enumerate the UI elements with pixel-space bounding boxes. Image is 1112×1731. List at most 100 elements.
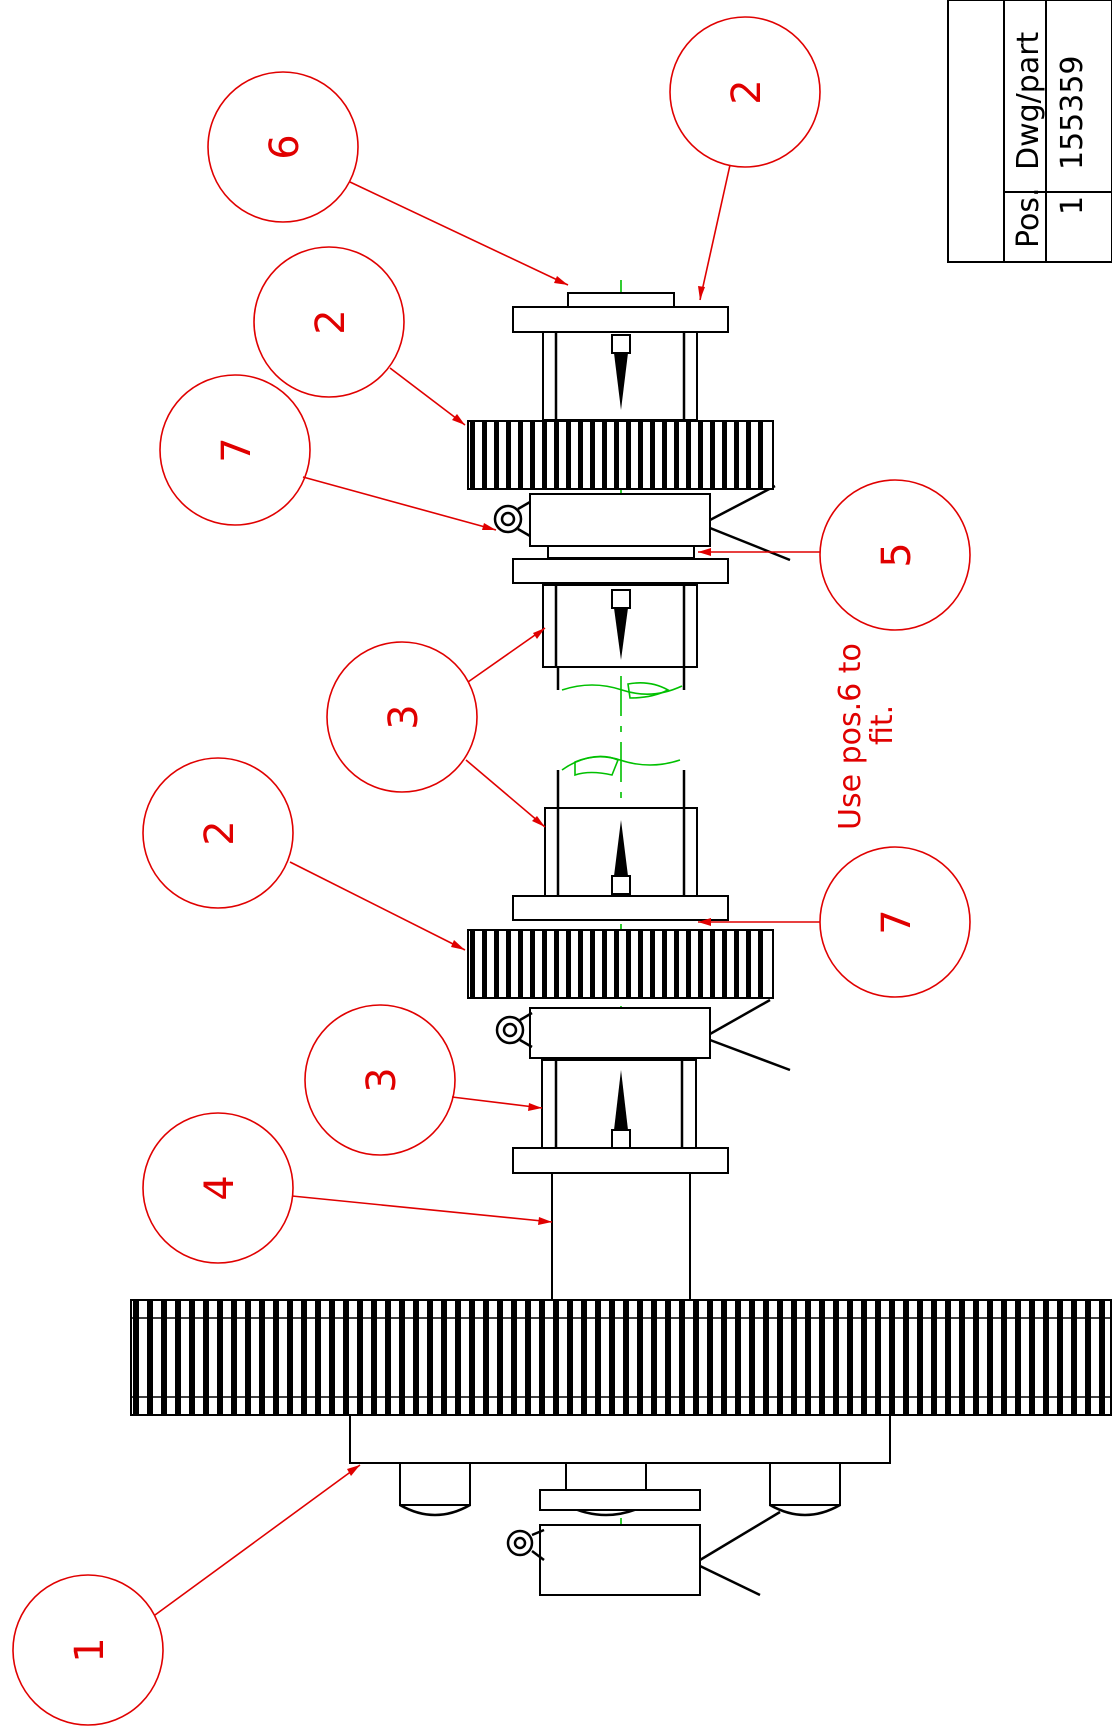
balloon-label: 4 [197,1175,243,1200]
gear-tooth [758,930,763,998]
gear-tooth [245,1300,251,1415]
top-flange [512,306,729,333]
gear-tooth [483,1300,489,1415]
gear-tooth [581,1300,587,1415]
fit-note: Use pos.6 to fit. [833,643,900,830]
lower-gear [467,929,774,999]
balloon-3-top-right: 2 [669,16,821,301]
gear-tooth [287,1300,293,1415]
gear-tooth [1099,1300,1105,1415]
gear-tooth [626,421,631,489]
balloon-label: 7 [874,909,920,934]
balloon-label: 6 [262,134,308,159]
balloon-label: 3 [359,1067,405,1092]
title-pos-header: Pos. [1011,187,1046,248]
gear-tooth [746,421,751,489]
gear-tooth [609,1300,615,1415]
top-cap [567,292,675,308]
gear-tooth [482,421,487,489]
gear-tooth [455,1300,461,1415]
balloon-label: 7 [214,437,260,462]
gear-tooth [602,930,607,998]
gear-tooth [189,1300,195,1415]
gear-tooth [1001,1300,1007,1415]
gear-tooth [758,421,763,489]
gear-tooth [626,930,631,998]
title-dwg-header: Dwg/part [1011,31,1046,170]
gear-tooth [343,1300,349,1415]
gear-tooth [469,1300,475,1415]
lower-top-flange [512,895,729,921]
gear-tooth [1057,1300,1063,1415]
upper-collar [493,484,791,562]
gear-tooth [650,930,655,998]
gear-tooth [749,1300,755,1415]
title-block: Pos. Dwg/part 1 155359 [947,0,1112,263]
gear-tooth [651,1300,657,1415]
gear-tooth [674,421,679,489]
gear-tooth [722,421,727,489]
gear-tooth [614,421,619,489]
upper-mid-flange [512,558,729,584]
balloon-label: 2 [197,820,243,845]
gear-tooth [721,1300,727,1415]
gear-tooth [530,421,535,489]
gear-tooth [329,1300,335,1415]
gear-tooth [734,421,739,489]
gear-tooth [539,1300,545,1415]
note-line-2: fit. [865,705,900,745]
gear-tooth [470,930,475,998]
note-line-1: Use pos.6 to [833,643,868,830]
gear-tooth [686,930,691,998]
gear-tooth [638,930,643,998]
gear-tooth [482,930,487,998]
gear-tooth [679,1300,685,1415]
gear-tooth [746,930,751,998]
gear-tooth [1043,1300,1049,1415]
gear-tooth [590,930,595,998]
gear-tooth [554,930,559,998]
gear-tooth [441,1300,447,1415]
balloon-label: 3 [381,704,427,729]
gear-tooth [595,1300,601,1415]
gear-tooth [427,1300,433,1415]
gear-tooth [413,1300,419,1415]
gear-tooth [506,421,511,489]
gear-tooth [590,421,595,489]
gear-tooth [554,421,559,489]
balloon-2-upper: 2 [253,246,466,426]
title-row-pos: 1 [1055,196,1090,215]
balloon-4: 4 [142,1112,553,1264]
gear-tooth [518,930,523,998]
balloon-3-lower: 3 [304,1004,543,1156]
upper-sleeve [542,331,698,421]
balloon-7-lower: 7 [698,846,971,998]
gear-tooth [494,930,499,998]
gear-tooth [259,1300,265,1415]
gear-tooth [578,421,583,489]
gear-tooth [662,421,667,489]
gear-tooth [638,421,643,489]
balloon-5: 6 [207,71,569,286]
gear-tooth [175,1300,181,1415]
upper-gear [467,420,774,490]
gear-tooth [973,1300,979,1415]
title-row-dwg: 155359 [1055,55,1090,170]
gear-tooth [542,930,547,998]
gear-tooth [650,421,655,489]
gear-tooth [518,421,523,489]
gear-tooth [217,1300,223,1415]
balloon-7-upper: 5 [698,479,971,631]
gear-tooth [861,1300,867,1415]
gear-tooth [506,930,511,998]
gear-tooth [542,421,547,489]
gear-tooth [273,1300,279,1415]
gear-tooth [602,421,607,489]
gear-tooth [315,1300,321,1415]
gear-tooth [371,1300,377,1415]
gear-tooth [959,1300,965,1415]
balloon-label: 2 [724,79,770,104]
gear-tooth [710,421,715,489]
gear-tooth [161,1300,167,1415]
